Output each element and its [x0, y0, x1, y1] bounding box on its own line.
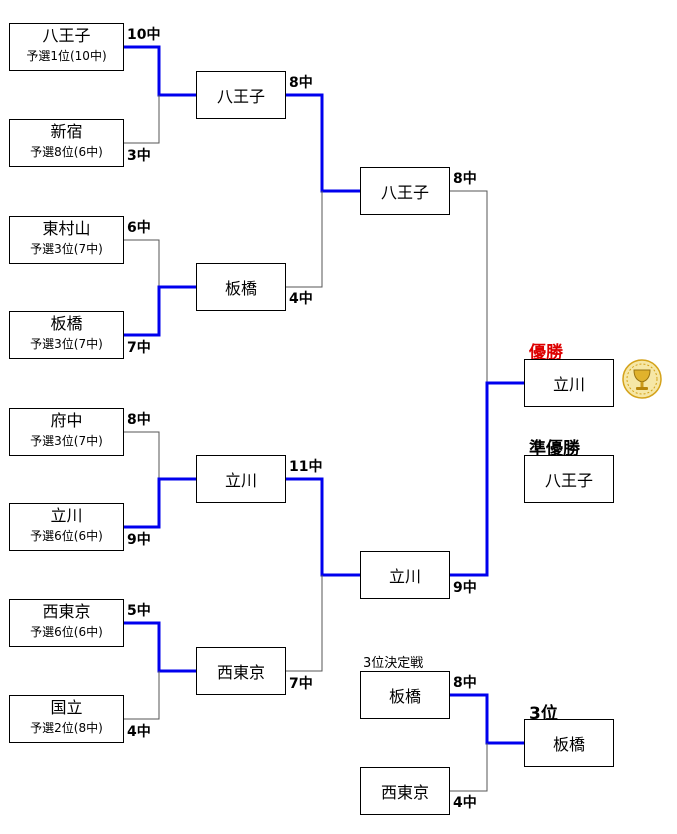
winner-box: 八王子 [360, 167, 450, 215]
team-score: 8中 [453, 675, 477, 691]
team-box: 新宿 予選8位(6中) [9, 119, 124, 167]
team-score: 3中 [127, 148, 151, 164]
team-score: 9中 [127, 532, 151, 548]
champion-box: 立川 [524, 359, 614, 407]
bracket-line-loser [286, 575, 323, 672]
team-name: 西東京 [42, 602, 91, 621]
team-score: 8中 [127, 412, 151, 428]
team-box: 板橋 予選3位(7中) [9, 311, 124, 359]
bracket-line-loser [286, 191, 323, 288]
bracket-line-winner [124, 45, 196, 97]
champion-label: 優勝 [529, 343, 563, 363]
team-score: 8中 [453, 171, 477, 187]
winner-box: 板橋 [196, 263, 286, 311]
bracket-line-loser [124, 431, 160, 479]
team-name: 国立 [50, 698, 83, 717]
bracket-line-loser [124, 239, 160, 287]
team-score: 7中 [289, 676, 313, 692]
team-score: 9中 [453, 580, 477, 596]
winner-box: 西東京 [196, 647, 286, 695]
team-qualifier: 予選3位(7中) [30, 337, 103, 351]
team-qualifier: 予選6位(6中) [30, 529, 103, 543]
bracket-line-winner [124, 621, 196, 673]
third-place-team-box: 板橋 [360, 671, 450, 719]
team-qualifier: 予選3位(7中) [30, 434, 103, 448]
team-qualifier: 予選2位(8中) [30, 721, 103, 735]
team-name: 八王子 [42, 26, 91, 45]
bracket-line-winner [124, 285, 196, 337]
bracket-line-winner [450, 381, 524, 577]
team-name: 板橋 [50, 314, 83, 333]
winner-box: 八王子 [196, 71, 286, 119]
team-score: 8中 [289, 75, 313, 91]
team-name: 府中 [50, 411, 83, 430]
team-score: 4中 [127, 724, 151, 740]
team-score: 6中 [127, 220, 151, 236]
bracket-line-winner [286, 477, 360, 577]
team-name: 立川 [50, 506, 83, 525]
team-box: 八王子 予選1位(10中) [9, 23, 124, 71]
third-place-match-title: 3位決定戦 [363, 656, 424, 671]
bracket-line-winner [286, 93, 360, 193]
team-qualifier: 予選8位(6中) [30, 145, 103, 159]
team-name: 新宿 [50, 122, 83, 141]
team-qualifier: 予選6位(6中) [30, 625, 103, 639]
trophy-icon [622, 359, 662, 399]
bracket-line-winner [124, 477, 196, 529]
bracket-line-loser [450, 743, 488, 792]
team-score: 5中 [127, 603, 151, 619]
team-box: 府中 予選3位(7中) [9, 408, 124, 456]
team-box: 東村山 予選3位(7中) [9, 216, 124, 264]
winner-box: 立川 [196, 455, 286, 503]
team-name: 東村山 [42, 219, 91, 238]
team-qualifier: 予選1位(10中) [26, 49, 107, 63]
team-score: 4中 [289, 291, 313, 307]
runner-up-box: 八王子 [524, 455, 614, 503]
third-place-team-box: 西東京 [360, 767, 450, 815]
team-box: 国立 予選2位(8中) [9, 695, 124, 743]
third-place-box: 板橋 [524, 719, 614, 767]
team-qualifier: 予選3位(7中) [30, 242, 103, 256]
team-score: 7中 [127, 340, 151, 356]
team-score: 11中 [289, 459, 323, 475]
winner-box: 立川 [360, 551, 450, 599]
bracket-line-loser [450, 190, 488, 383]
bracket-line-winner [450, 693, 524, 745]
bracket-line-loser [124, 671, 160, 720]
team-box: 立川 予選6位(6中) [9, 503, 124, 551]
team-box: 西東京 予選6位(6中) [9, 599, 124, 647]
runner-up-label: 準優勝 [529, 439, 580, 459]
team-score: 4中 [453, 795, 477, 811]
bracket-line-loser [124, 95, 160, 144]
team-score: 10中 [127, 27, 161, 43]
